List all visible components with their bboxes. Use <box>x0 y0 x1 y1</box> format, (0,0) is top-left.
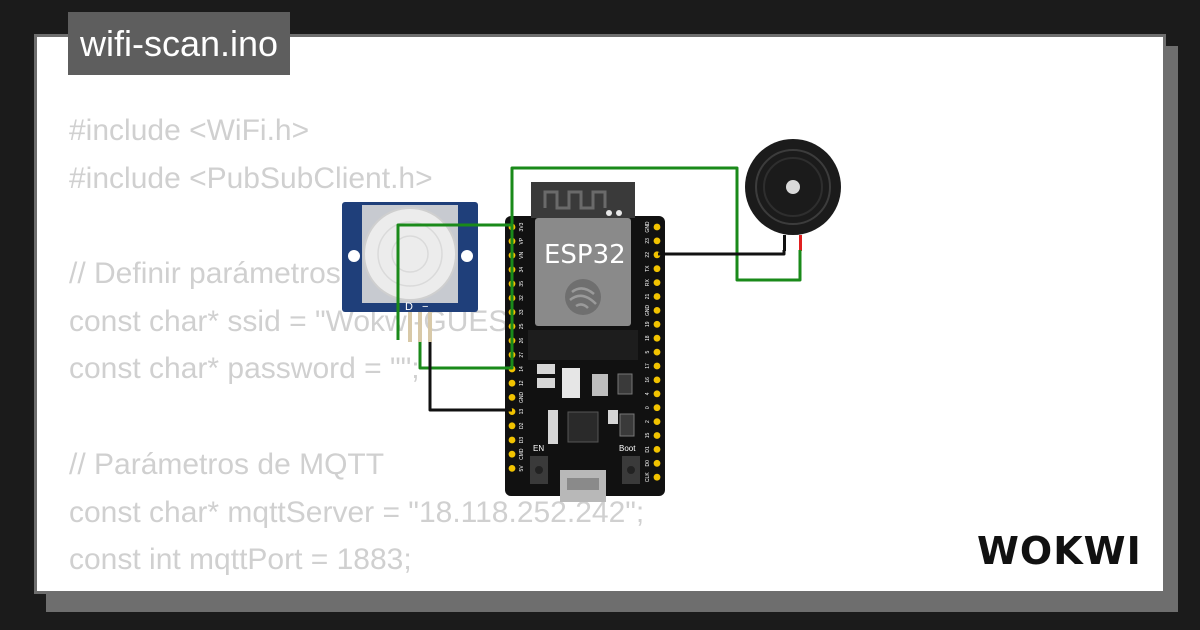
pin-label: 2 <box>645 420 651 423</box>
pin-label: 18 <box>645 335 651 341</box>
code-line: // Parámetros de MQTT <box>69 447 385 481</box>
pin-right[interactable] <box>653 459 661 467</box>
pin-right[interactable] <box>653 404 661 412</box>
buzzer[interactable] <box>745 139 841 251</box>
pin-label: 17 <box>645 363 651 369</box>
pin-label: 0 <box>645 406 651 409</box>
wire-buzzer-gnd <box>658 250 786 256</box>
pin-label: GND <box>645 304 651 316</box>
pin-label: 27 <box>519 352 525 358</box>
pir-sensor[interactable]: D − <box>342 202 478 342</box>
pin-right[interactable] <box>653 390 661 398</box>
pin-label: RX <box>645 278 651 286</box>
pin-right[interactable] <box>653 265 661 273</box>
pin-label: 5V <box>519 465 525 472</box>
en-button-label: EN <box>533 444 544 453</box>
pin-label: CMD <box>519 448 525 460</box>
pin-label: 33 <box>519 309 525 315</box>
pin-right[interactable] <box>653 376 661 384</box>
pin-right[interactable] <box>653 293 661 300</box>
pin-label: 23 <box>645 238 651 244</box>
pin-label: VN <box>519 252 525 259</box>
pin-right[interactable] <box>653 320 661 328</box>
pin-label: TX <box>645 265 651 272</box>
boot-button-label: Boot <box>619 444 636 453</box>
pin-label: CLK <box>645 472 651 482</box>
pin-label: 21 <box>645 294 651 300</box>
board-name: ESP32 <box>544 240 626 270</box>
wokwi-logo-text: WOKWI <box>977 529 1142 573</box>
pin-label: GND <box>645 221 651 233</box>
wifi-module-shield <box>535 218 631 326</box>
pin-right[interactable] <box>653 307 661 314</box>
pin-left[interactable] <box>508 465 516 472</box>
pin-right[interactable] <box>653 237 661 245</box>
pin-label: 14 <box>519 366 525 372</box>
pin-label: 25 <box>519 323 525 329</box>
pin-left[interactable] <box>508 422 516 430</box>
pin-left[interactable] <box>508 436 516 444</box>
pir-pin-label-d: D <box>405 301 413 313</box>
pin-right[interactable] <box>653 348 661 356</box>
code-line: const int mqttPort = 1883; <box>69 543 412 577</box>
en-button[interactable] <box>530 456 548 484</box>
espressif-logo-icon <box>565 279 601 315</box>
pin-right[interactable] <box>653 362 661 370</box>
pin-label: 16 <box>645 377 651 383</box>
pir-mount-hole-right <box>461 250 473 262</box>
pin-label: 13 <box>519 409 525 415</box>
wokwi-logo: WOKWI <box>977 529 1142 573</box>
usb-chip <box>567 411 599 443</box>
code-line: #include <WiFi.h> <box>69 114 310 147</box>
pin-label: 15 <box>645 433 651 439</box>
pin-right[interactable] <box>653 473 661 481</box>
wire-pir-vcc <box>418 325 514 370</box>
pin-label: D0 <box>645 460 651 467</box>
pin-label: 5 <box>645 350 651 353</box>
code-line: #include <PubSubClient.h> <box>69 161 433 195</box>
wire-buzzer-pos <box>510 166 802 282</box>
wires <box>396 166 802 412</box>
pin-left[interactable] <box>508 379 516 387</box>
micro-usb-port[interactable] <box>560 470 606 502</box>
pin-left[interactable] <box>508 394 516 401</box>
boot-button[interactable] <box>622 456 640 484</box>
pir-pin-label-minus: − <box>422 301 428 313</box>
pin-left[interactable] <box>508 450 516 458</box>
pin-label: 34 <box>519 267 525 273</box>
pin-label: D2 <box>519 422 525 429</box>
wire-pir-gnd <box>428 342 512 412</box>
pin-right[interactable] <box>653 432 661 439</box>
code-line: WiFiClient espClient; <box>69 584 644 592</box>
pin-label: VP <box>519 237 525 244</box>
pin-right[interactable] <box>653 446 661 453</box>
wire-pir-out <box>396 223 514 345</box>
pin-label: 3V3 <box>519 222 525 231</box>
pin-right[interactable] <box>653 223 661 231</box>
pin-right[interactable] <box>653 279 661 286</box>
pin-right[interactable] <box>653 334 661 342</box>
pin-label: GND <box>519 391 525 403</box>
pin-label: 35 <box>519 281 525 287</box>
pin-label: 22 <box>645 252 651 258</box>
file-name-tab: wifi-scan.ino <box>68 12 291 75</box>
buzzer-center <box>786 180 800 194</box>
pin-label: 26 <box>519 338 525 344</box>
pin-label: 4 <box>645 392 651 395</box>
pin-label: 32 <box>519 295 525 301</box>
pin-label: 19 <box>645 321 651 327</box>
pir-mount-hole-left <box>348 250 360 262</box>
pin-label: D1 <box>645 446 651 453</box>
pin-label: D3 <box>519 437 525 444</box>
pin-right[interactable] <box>653 418 661 425</box>
code-line: const char* password = ""; <box>69 352 420 386</box>
pin-label: 12 <box>519 380 525 386</box>
